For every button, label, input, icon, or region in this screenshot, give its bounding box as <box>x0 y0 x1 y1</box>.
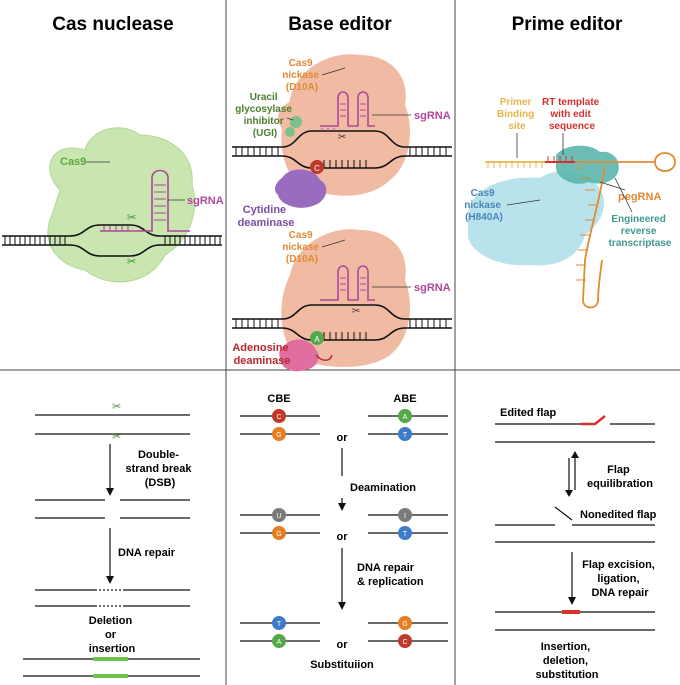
cas-dna <box>2 224 222 257</box>
scissors-icon: ✂ <box>352 306 360 317</box>
prime-editor-illustration: Primer Binding site RT template with edi… <box>464 97 676 309</box>
scissors-icon: ✂ <box>127 212 136 224</box>
cas9-protein <box>47 127 196 283</box>
title-cas-nuclease: Cas nuclease <box>52 14 173 35</box>
cas-sgrna <box>100 169 190 232</box>
base-c-letter: C <box>314 164 320 173</box>
insertion-mark <box>93 657 128 661</box>
base-editor-abe-illustration: ✂ A Cas9 nickase (D10A) sgRNA Adenosine … <box>232 229 452 372</box>
cas9-nickase-h840a-protein <box>468 170 605 266</box>
base-a-circle <box>310 331 324 345</box>
engineered-rt-label: Engineered reverse transcriptase <box>609 214 672 249</box>
base-a-letter: A <box>314 335 320 344</box>
title-base-editor: Base editor <box>288 14 392 35</box>
pegrna-label: pegRNA <box>618 191 661 203</box>
or-label: or <box>337 639 349 651</box>
svg-text:G: G <box>276 432 281 439</box>
abe-label: ABE <box>393 393 416 405</box>
sgrna2-label: sgRNA <box>414 282 451 294</box>
svg-text:T: T <box>403 432 408 439</box>
svg-text:T: T <box>277 621 282 628</box>
cytidine-deaminase-protein <box>275 169 327 208</box>
cas9-label: Cas9 <box>60 156 86 168</box>
base-c-circle <box>310 160 324 174</box>
primer-binding-label: Primer Binding site <box>497 97 537 132</box>
sgrna1-label: sgRNA <box>414 110 451 122</box>
flap-excision-label: Flap excision, ligation, DNA repair <box>582 559 658 599</box>
ugi-label: Uracil glycosylase inhibitor (UGI) <box>235 92 295 139</box>
base-repair-label: DNA repair & replication <box>357 562 424 588</box>
scissors-icon: ✂ <box>112 401 121 413</box>
prime-result-label: Insertion, deletion, substitution <box>536 641 599 681</box>
cytidine-label: Cytidine deaminase <box>238 204 295 229</box>
edited-flap-label: Edited flap <box>500 407 557 419</box>
scissors-icon: ✂ <box>112 431 121 443</box>
cas-bottom-workflow <box>23 414 200 677</box>
edited-flap-mark <box>580 415 606 426</box>
svg-text:C: C <box>402 639 407 646</box>
svg-text:C: C <box>276 414 281 421</box>
sgrna-label: sgRNA <box>187 195 224 207</box>
flap-equilibration-label: Flap equilibration <box>587 464 653 490</box>
svg-text:U: U <box>276 513 281 520</box>
cas-nuclease-illustration: ✂ ✂ Cas9 sgRNA <box>2 127 224 283</box>
svg-text:I: I <box>404 513 406 520</box>
or-label: or <box>337 531 349 543</box>
or-label: or <box>337 432 349 444</box>
svg-text:A: A <box>277 639 282 646</box>
base-editor-cbe-illustration: ✂ C Cas9 nickase (D10A) Uracil glycosyla… <box>232 54 452 229</box>
adenosine-deaminase-protein <box>279 339 319 372</box>
nickase-h840a-label: Cas9 nickase (H840A) <box>464 188 503 223</box>
cas-dna-rungs <box>4 236 221 245</box>
scissors-icon: ✂ <box>127 256 136 268</box>
cas9-nickase-protein <box>281 54 410 196</box>
nickase2-label: Cas9 nickase (D10A) <box>282 230 321 265</box>
pegrna-strand <box>575 152 676 172</box>
title-prime-editor: Prime editor <box>512 14 623 35</box>
insertion-mark <box>93 674 128 678</box>
base-bottom-workflow: CBE ABE C G A T U G I T T A G C or or or… <box>240 393 448 671</box>
svg-text:G: G <box>276 531 281 538</box>
svg-text:G: G <box>402 621 407 628</box>
nonedited-flap-label: Nonedited flap <box>580 509 657 521</box>
svg-text:T: T <box>403 531 408 538</box>
svg-text:A: A <box>403 414 408 421</box>
cas-repair-label: DNA repair <box>118 547 176 559</box>
deamination-label: Deamination <box>350 482 416 494</box>
dsb-label: Double- strand break (DSB) <box>125 449 194 489</box>
nickase1-label: Cas9 nickase (D10A) <box>282 58 321 93</box>
cbe-label: CBE <box>267 393 290 405</box>
deletion-label: Deletion or insertion <box>89 615 136 655</box>
adenosine-label: Adenosine deaminase <box>232 342 291 367</box>
scissors-icon: ✂ <box>338 132 346 143</box>
edit-mark <box>562 610 580 614</box>
substitution-label: Substituiion <box>310 659 374 671</box>
rt-template-label: RT template with edit sequence <box>542 97 602 132</box>
prime-bottom-workflow: Edited flap Flap equilibration Nonedited… <box>495 407 658 681</box>
ugi-protein <box>290 116 302 128</box>
